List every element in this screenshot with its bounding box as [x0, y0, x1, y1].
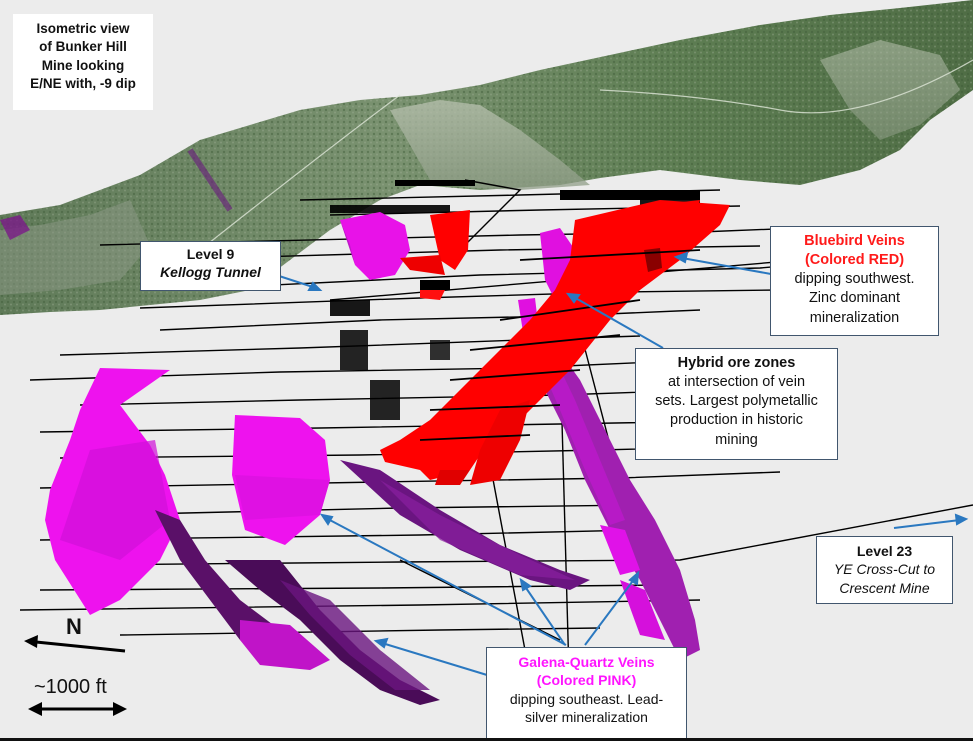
- callout-arrows: [275, 251, 969, 676]
- terrain-surface: [0, 0, 973, 315]
- figure-title: Isometric view of Bunker Hill Mine looki…: [13, 14, 153, 110]
- callout-body: dipping southwest.: [794, 271, 915, 288]
- callout-title: Hybrid ore zones: [677, 355, 796, 371]
- callout-body: mineralization: [809, 309, 900, 326]
- level23-callout: Level 23 YE Cross-Cut to Crescent Mine: [816, 536, 953, 604]
- bluebird-veins: [380, 200, 730, 485]
- callout-title: (Colored RED): [804, 252, 905, 269]
- callout-body: Zinc dominant: [808, 290, 901, 307]
- figure-bottom-border: [0, 738, 973, 741]
- callout-title: (Colored PINK): [536, 672, 637, 689]
- galena-quartz-veins: [45, 212, 700, 705]
- callout-title: Galena-Quartz Veins: [518, 654, 655, 670]
- callout-body: silver mineralization: [525, 709, 648, 726]
- callout-subtitle: Crescent Mine: [839, 579, 930, 596]
- callout-body: sets. Largest polymetallic: [655, 393, 818, 410]
- callout-body: production in historic: [670, 412, 803, 429]
- callout-title: Bluebird Veins: [804, 233, 905, 249]
- galena-quartz-veins-callout: Galena-Quartz Veins (Colored PINK) dippi…: [486, 647, 687, 739]
- callout-body: at intersection of vein: [667, 374, 806, 391]
- callout-subtitle: Kellogg Tunnel: [160, 264, 261, 281]
- callout-subtitle: YE Cross-Cut to: [833, 561, 936, 578]
- callout-body: mining: [715, 431, 758, 448]
- callout-title: Level 23: [856, 543, 913, 559]
- hybrid-ore-zones-callout: Hybrid ore zones at intersection of vein…: [635, 348, 838, 460]
- scale-label: ~1000 ft: [34, 676, 107, 698]
- title-line: of Bunker Hill: [39, 39, 127, 55]
- level9-callout: Level 9 Kellogg Tunnel: [140, 241, 281, 291]
- north-arrow: [24, 635, 126, 653]
- title-line: E/NE with, -9 dip: [30, 76, 136, 92]
- workings-over-red: [419, 249, 701, 441]
- callout-title: Level 9: [186, 246, 235, 262]
- bluebird-veins-callout: Bluebird Veins (Colored RED) dipping sou…: [770, 226, 939, 336]
- north-label: N: [66, 614, 82, 639]
- title-line: Isometric view: [36, 21, 130, 36]
- title-line: Mine looking: [41, 57, 125, 73]
- callout-body: dipping southeast. Lead-: [509, 690, 664, 707]
- scale-bar: [28, 702, 127, 716]
